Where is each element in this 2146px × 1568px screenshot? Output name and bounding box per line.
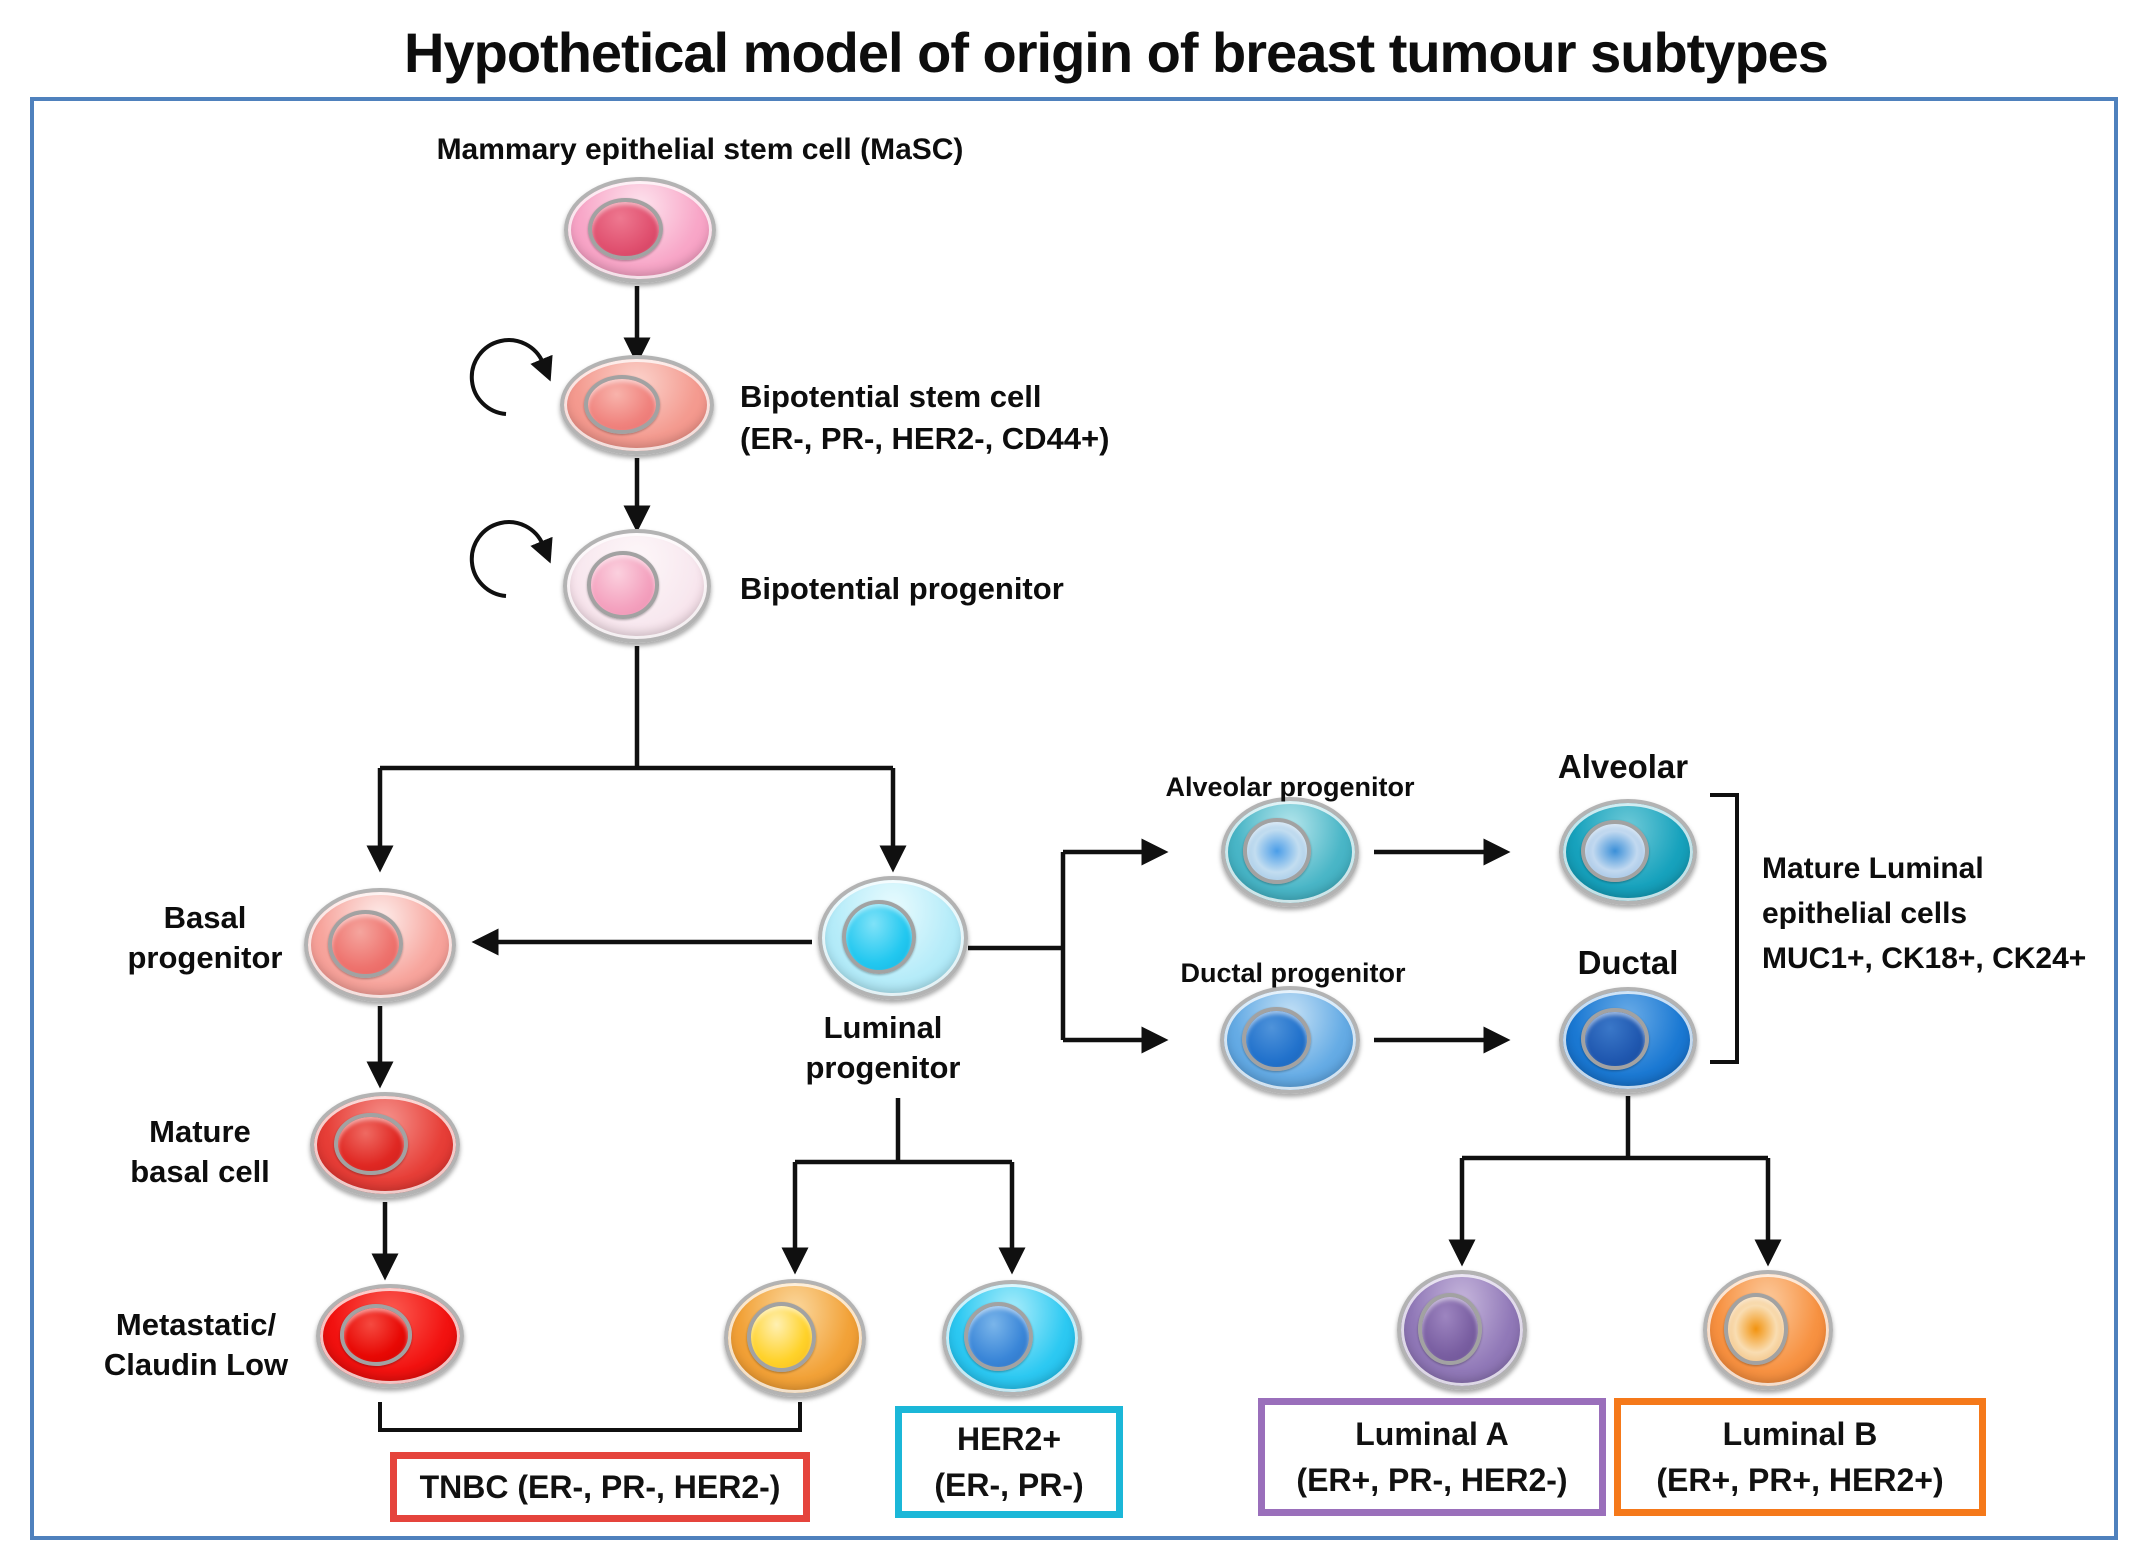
luminal-b-cell	[1703, 1270, 1833, 1390]
luminal-progenitor-cell-nucleus	[841, 899, 916, 974]
ductal-label-line: Ductal	[1577, 944, 1679, 981]
masc-label-line: Mammary epithelial stem cell (MaSC)	[436, 133, 964, 166]
luminal-b-box-line: (ER+, PR+, HER2+)	[1656, 1462, 1944, 1498]
her2-box-line: HER2+	[956, 1420, 1062, 1457]
luminal-a-box-line: Luminal A	[1355, 1415, 1509, 1452]
mature-luminal-epithelial-label-line: MUC1+, CK18+, CK24+	[1762, 942, 2087, 975]
alveolar-progenitor-cell-nucleus	[1243, 818, 1311, 884]
basal-progenitor-cell	[304, 888, 456, 1002]
her2-cell	[942, 1280, 1082, 1396]
mature-luminal-epithelial-label-line: Mature Luminal	[1762, 852, 1984, 885]
metastatic-claudin-low-cell	[316, 1284, 464, 1388]
bipotential-progenitor-cell-nucleus	[586, 551, 660, 619]
bipotential-progenitor-label: Bipotential progenitor	[740, 568, 1064, 610]
ductal-cell-nucleus	[1581, 1007, 1649, 1071]
luminal-progenitor-label-line: Luminal	[823, 1010, 943, 1045]
luminal-a-box-line: (ER+, PR-, HER2-)	[1296, 1462, 1568, 1498]
alveolar-progenitor-label-line: Alveolar progenitor	[1165, 772, 1415, 802]
alveolar-progenitor-cell	[1221, 797, 1359, 907]
bipotential-stem-label-line: Bipotential stem cell	[740, 379, 1042, 414]
tnbc-orange-cell	[724, 1279, 866, 1397]
luminal-a-box: Luminal A (ER+, PR-, HER2-)	[1258, 1398, 1606, 1516]
bipotential-stem-cell-nucleus	[584, 374, 661, 434]
basal-progenitor-label-line: Basal	[163, 900, 247, 935]
metastatic-claudin-low-label-line: Claudin Low	[103, 1347, 289, 1383]
mature-basal-cell	[310, 1092, 460, 1198]
ductal-label: Ductal	[1578, 942, 1679, 985]
luminal-b-cell-nucleus	[1724, 1293, 1788, 1365]
alveolar-label-line: Alveolar	[1557, 748, 1689, 785]
basal-progenitor-cell-nucleus	[328, 910, 404, 978]
alveolar-progenitor-label: Alveolar progenitor	[1165, 770, 1414, 805]
tnbc-orange-cell-nucleus	[746, 1301, 817, 1373]
alveolar-cell	[1559, 799, 1697, 905]
bipotential-stem-label-line: (ER-, PR-, HER2-, CD44+)	[740, 420, 1110, 456]
ductal-progenitor-label-line: Ductal progenitor	[1180, 958, 1406, 988]
bipotential-stem-cell	[560, 355, 714, 455]
ductal-progenitor-cell	[1220, 986, 1360, 1094]
basal-progenitor-label: Basal progenitor	[128, 898, 283, 979]
luminal-progenitor-cell	[818, 876, 968, 1000]
mature-basal-cell-nucleus	[333, 1112, 408, 1176]
bipotential-progenitor-cell	[563, 529, 711, 643]
ductal-progenitor-cell-nucleus	[1242, 1007, 1312, 1071]
her2-box-line: (ER-, PR-)	[934, 1467, 1084, 1503]
metastatic-claudin-low-label-line: Metastatic/	[115, 1307, 277, 1342]
masc-cell-nucleus	[588, 197, 664, 261]
luminal-progenitor-label-line: progenitor	[805, 1050, 961, 1086]
ductal-cell	[1559, 987, 1697, 1093]
ductal-progenitor-label: Ductal progenitor	[1180, 956, 1405, 991]
luminal-a-cell-nucleus	[1418, 1293, 1482, 1365]
mature-basal-label-line: Mature	[149, 1114, 251, 1149]
luminal-b-box-line: Luminal B	[1722, 1415, 1878, 1452]
bipotential-stem-label: Bipotential stem cell (ER-, PR-, HER2-, C…	[740, 376, 1109, 460]
alveolar-cell-nucleus	[1581, 819, 1649, 883]
luminal-progenitor-label: Luminal progenitor	[806, 1008, 961, 1089]
alveolar-label: Alveolar	[1558, 746, 1688, 789]
masc-cell	[564, 177, 716, 283]
tnbc-box-line: TNBC (ER-, PR-, HER2-)	[419, 1468, 781, 1505]
page-title: Hypothetical model of origin of breast t…	[404, 21, 1829, 84]
luminal-a-cell	[1397, 1270, 1527, 1390]
her2-cell-nucleus	[964, 1302, 1034, 1372]
basal-progenitor-label-line: progenitor	[127, 940, 283, 976]
tnbc-box: TNBC (ER-, PR-, HER2-)	[390, 1452, 810, 1522]
masc-label: Mammary epithelial stem cell (MaSC)	[437, 130, 964, 169]
mature-basal-label-line: basal cell	[130, 1154, 270, 1190]
her2-box: HER2+ (ER-, PR-)	[895, 1406, 1123, 1518]
bipotential-progenitor-label-line: Bipotential progenitor	[740, 571, 1064, 606]
mature-basal-label: Mature basal cell	[130, 1112, 270, 1193]
metastatic-claudin-low-label: Metastatic/Claudin Low	[104, 1305, 288, 1386]
metastatic-claudin-low-cell-nucleus	[339, 1304, 413, 1366]
mature-luminal-epithelial-label-line: epithelial cells	[1762, 897, 1968, 930]
luminal-b-box: Luminal B (ER+, PR+, HER2+)	[1614, 1398, 1986, 1516]
